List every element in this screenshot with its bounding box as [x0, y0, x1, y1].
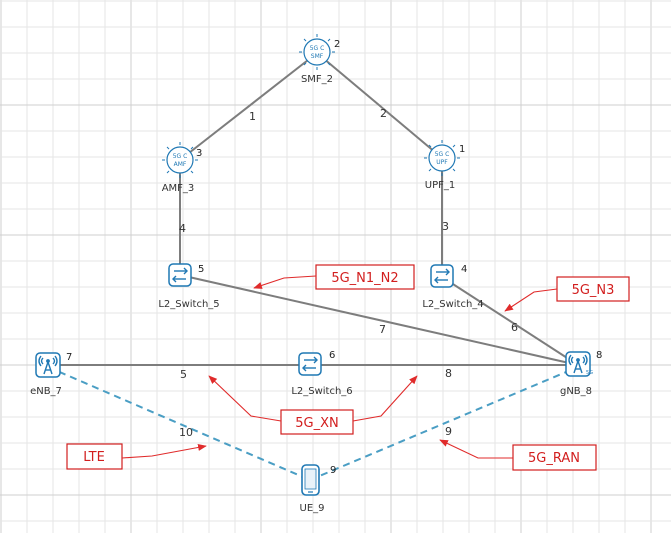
- amf-icon-line1: 5G C: [173, 153, 188, 160]
- annotation-5g-n1-n2-box[interactable]: [315, 264, 415, 290]
- switch-icon: [298, 352, 322, 376]
- smf-node[interactable]: 5G C SMF 2 SMF_2: [299, 34, 340, 85]
- link-8-number: 8: [445, 367, 452, 380]
- annotation-5g-xn-box[interactable]: [280, 409, 354, 435]
- link-1[interactable]: [179, 52, 318, 161]
- amf-icon-line2: AMF: [174, 161, 187, 168]
- link-9-number: 9: [445, 425, 452, 438]
- smf-label: SMF_2: [301, 74, 333, 85]
- cell-tower-icon: [35, 352, 61, 378]
- enb-label: eNB_7: [30, 386, 62, 397]
- smf-id: 2: [334, 39, 340, 50]
- annotation-5g-n1-n2-arrow: [253, 275, 317, 289]
- annotation-5g-ran-arrow: [439, 439, 513, 459]
- link-10-number: 10: [179, 426, 193, 439]
- annotation-5g-ran-box[interactable]: [512, 444, 597, 471]
- gnb-id: 8: [596, 350, 602, 361]
- link-7-number: 7: [379, 323, 386, 336]
- svg-text:5G: 5G: [586, 370, 593, 376]
- l2-switch-6-id: 6: [329, 350, 335, 361]
- link-7[interactable]: [179, 274, 579, 366]
- annotation-5g-n3-text: 5G_N3: [572, 283, 615, 298]
- gnb-node[interactable]: 5G 8 gNB_8: [560, 350, 602, 397]
- core-network-icon: 5G C SMF: [299, 34, 335, 70]
- upf-icon-line2: UPF: [436, 159, 448, 166]
- upf-id: 1: [459, 144, 465, 155]
- l2-switch-4-node[interactable]: 4 L2_Switch_4: [422, 264, 483, 310]
- amf-label: AMF_3: [162, 183, 195, 194]
- annotation-5g-ran-text: 5G_RAN: [528, 451, 580, 466]
- smf-icon-line1: 5G C: [310, 45, 325, 52]
- upf-icon-line1: 5G C: [435, 151, 450, 158]
- link-2[interactable]: [316, 52, 443, 159]
- upf-node[interactable]: 5G C UPF 1 UPF_1: [424, 140, 465, 191]
- l2-switch-4-id: 4: [461, 264, 467, 275]
- annotation-5g-xn-arrow-right: [352, 375, 418, 422]
- link-2-number: 2: [380, 107, 387, 120]
- annotation-5g-n1-n2-text: 5G_N1_N2: [331, 271, 398, 286]
- switch-icon: [168, 263, 192, 287]
- link-numbers: 1 2 3 4 5 6 7 8 9 10: [179, 107, 518, 439]
- links: [47, 52, 579, 481]
- link-5-number: 5: [180, 368, 187, 381]
- l2-switch-5-node[interactable]: 5 L2_Switch_5: [158, 263, 220, 310]
- annotation-5g-n3-box[interactable]: [556, 276, 630, 302]
- l2-switch-5-id: 5: [198, 264, 204, 275]
- l2-switch-5-label: L2_Switch_5: [158, 299, 219, 310]
- core-network-icon: 5G C AMF: [162, 142, 198, 178]
- link-1-number: 1: [249, 110, 256, 123]
- ue-node[interactable]: 9 UE_9: [300, 464, 337, 514]
- annotation-5g-xn-arrow-left: [208, 375, 282, 422]
- annotation-5g-n3-arrow: [504, 288, 558, 312]
- enb-node[interactable]: 7 eNB_7: [30, 352, 72, 397]
- cell-tower-icon: 5G: [565, 351, 593, 377]
- gnb-label: gNB_8: [560, 386, 592, 397]
- link-9[interactable]: [309, 366, 579, 481]
- link-4-number: 4: [179, 222, 186, 235]
- amf-node[interactable]: 5G C AMF 3 AMF_3: [162, 142, 203, 194]
- core-network-icon: 5G C UPF: [424, 140, 460, 176]
- link-3-number: 3: [442, 220, 449, 233]
- l2-switch-4-label: L2_Switch_4: [422, 299, 483, 310]
- link-6[interactable]: [441, 276, 579, 366]
- annotation-lte-box[interactable]: [66, 443, 123, 470]
- ue-id: 9: [330, 465, 336, 476]
- l2-switch-6-node[interactable]: 6 L2_Switch_6: [291, 350, 352, 397]
- enb-id: 7: [66, 352, 72, 363]
- phone-icon: [301, 464, 320, 496]
- annotation-lte-text: LTE: [83, 450, 105, 465]
- annotation-lte-arrow: [121, 443, 207, 459]
- switch-icon: [430, 264, 454, 288]
- smf-icon-line2: SMF: [311, 53, 324, 60]
- annotation-5g-xn-text: 5G_XN: [295, 416, 338, 431]
- upf-label: UPF_1: [425, 180, 455, 191]
- annotations: 5G_N1_N2 5G_N3 5G_XN LTE 5G_RAN: [66, 264, 630, 471]
- link-6-number: 6: [511, 321, 518, 334]
- l2-switch-6-label: L2_Switch_6: [291, 386, 352, 397]
- ue-label: UE_9: [300, 503, 325, 514]
- amf-id: 3: [196, 148, 202, 159]
